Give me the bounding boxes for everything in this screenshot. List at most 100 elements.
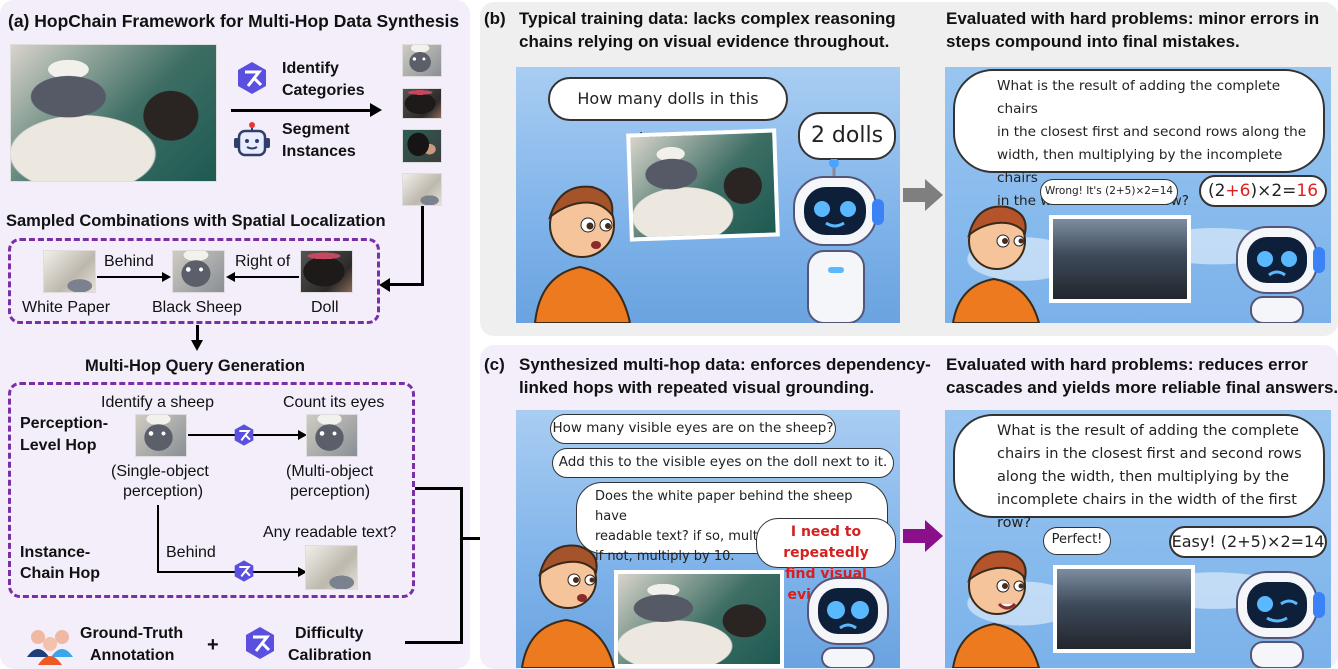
perception-hop-label-2: Level Hop [20,437,97,454]
hard-question-line: width, then multiplying by the incomplet… [997,147,1283,186]
hop-chain-horizontal [157,571,300,573]
crop-white-paper [402,173,442,206]
human-reply-bubble: Perfect! [1043,527,1111,555]
conference-room-photo [1049,215,1191,303]
connector-horizontal [388,283,424,286]
panel-c-right-caption-2: cascades and yields more reliable final … [946,378,1338,397]
hop2-caption-2: perception) [290,483,371,500]
step1-arrow-head [370,103,382,117]
instance-hop-label-2: Chain Hop [20,565,100,582]
person-illustration [951,550,1041,668]
annotation-label-1: Ground-Truth [80,625,184,642]
hop1-caption-1: (Single-object [111,463,209,480]
node-black-sheep-label: Black Sheep [152,299,242,316]
sampled-combinations-box [8,238,380,324]
robot-illustration [1236,226,1325,323]
panel-b-left-caption-1: Typical training data: lacks complex rea… [519,9,896,28]
qwen-logo-icon [234,424,254,446]
conference-room-photo [1053,565,1195,653]
answer-part: )×2= [1250,181,1297,201]
panel-c-right-caption-1: Evaluated with hard problems: reduces er… [946,355,1308,374]
panel-b-typical-data: (b) Typical training data: lacks complex… [480,2,1338,336]
perception-hop-label-1: Perception- [20,415,109,432]
identify-label-1: Identify [282,60,339,77]
hop3-title: Any readable text? [263,524,397,541]
step1-arrow [231,109,371,112]
crop-sheep [402,44,442,77]
person-illustration [951,205,1041,323]
bracket-bottom [405,641,463,644]
hop1-arrow-head [298,430,307,440]
qwen-logo-icon [238,62,266,94]
panel-c-left-caption-2: linked hops with repeated visual groundi… [519,378,875,397]
robot-illustration [793,159,884,323]
panel-b-left-caption-2: chains relying on visual evidence throug… [519,32,890,51]
panel-b-right-caption-2: steps compound into final mistakes. [946,32,1240,51]
hard-question-line: What is the result of adding the complet… [997,423,1299,439]
hop1-title: Identify a sheep [101,394,214,411]
hop-bubble-3-line: if not, multiply by 10. [595,549,735,564]
panel-c-left-caption-1: Synthesized multi-hop data: enforces dep… [519,355,931,374]
panel-a-framework: (a) HopChain Framework for Multi-Hop Dat… [0,0,470,669]
bracket-vertical [460,487,463,644]
robot-thought-line: I need to repeatedly [783,524,869,561]
panel-a-title: (a) HopChain Framework for Multi-Hop Dat… [8,11,460,31]
instance-hop-label-1: Instance- [20,544,91,561]
hard-problem-illustration-wrong: What is the result of adding the complet… [945,67,1331,323]
multi-hop-illustration: How many visible eyes are on the sheep? … [516,410,900,668]
human-reply-bubble: Wrong! It's (2+5)×2=14 [1040,179,1178,205]
hop2-image [306,414,358,457]
node-doll-label: Doll [311,299,339,316]
shown-photo [614,570,784,668]
answer-error-part: 16 [1296,181,1319,201]
hard-question-line: incomplete chairs in the width of the fi… [997,492,1297,531]
node-white-paper-label: White Paper [22,299,111,316]
hop2-caption-1: (Multi-object [286,463,374,480]
panel-b-tag: (b) [484,9,506,28]
question-bubble: How many dolls in this image? [548,77,788,148]
connector-arrow-head [379,278,390,292]
query-generation-box [8,382,415,598]
hop-chain-arrow-head [298,567,307,577]
robot-illustration [1236,571,1325,668]
down-arrow-head [191,340,203,351]
edge-behind: Behind [104,253,154,270]
person-illustration [533,185,632,323]
edge-behind-arrow-head [162,272,171,282]
hop-bubble-2: Add this to the visible eyes on the doll… [552,448,894,478]
edge-behind-arrow [97,276,163,278]
robot-correct-answer-bubble: Easy! (2+5)×2=14 [1169,526,1327,558]
robot-thought-bubble: I need to repeatedly find visual evidenc… [756,518,896,603]
purple-arrow-icon [903,520,943,552]
calibration-label-2: Calibration [288,647,372,664]
hard-problem-illustration-correct: What is the result of adding the complet… [945,410,1331,668]
hop1-caption-2: perception) [123,483,204,500]
node-white-paper-image [43,250,96,293]
plus-sign: + [207,634,219,656]
hard-question-line: along the width, then multiplying by the [997,469,1290,485]
segment-label-1: Segment [282,121,350,138]
annotation-label-2: Annotation [90,647,175,664]
answer-error-part: +6 [1225,181,1251,201]
calibration-label-1: Difficulty [295,625,364,642]
qwen-logo-icon [234,560,254,582]
answer-part: (2 [1207,181,1226,201]
down-arrow [196,325,199,343]
qwen-logo-icon [246,627,274,659]
person-illustration [520,544,616,668]
query-heading: Multi-Hop Query Generation [85,357,306,375]
panel-c-synthesized-data: (c) Synthesized multi-hop data: enforces… [480,345,1338,669]
hop3-image [305,545,358,590]
edge-right-of: Right of [235,253,291,270]
node-black-sheep-image [172,250,225,293]
hop1-image [135,414,187,457]
node-doll-image [300,250,353,293]
segment-label-2: Instances [282,143,356,160]
bracket-top [415,487,463,490]
hop-bubble-1: How many visible eyes are on the sheep? [550,414,836,444]
identify-label-2: Categories [282,82,365,99]
hard-question-line: What is the result of adding the complet… [997,78,1281,117]
hop-chain-vertical [157,505,159,573]
hard-question-line: chairs in the closest first and second r… [997,446,1302,462]
sampled-heading: Sampled Combinations with Spatial Locali… [6,212,386,230]
